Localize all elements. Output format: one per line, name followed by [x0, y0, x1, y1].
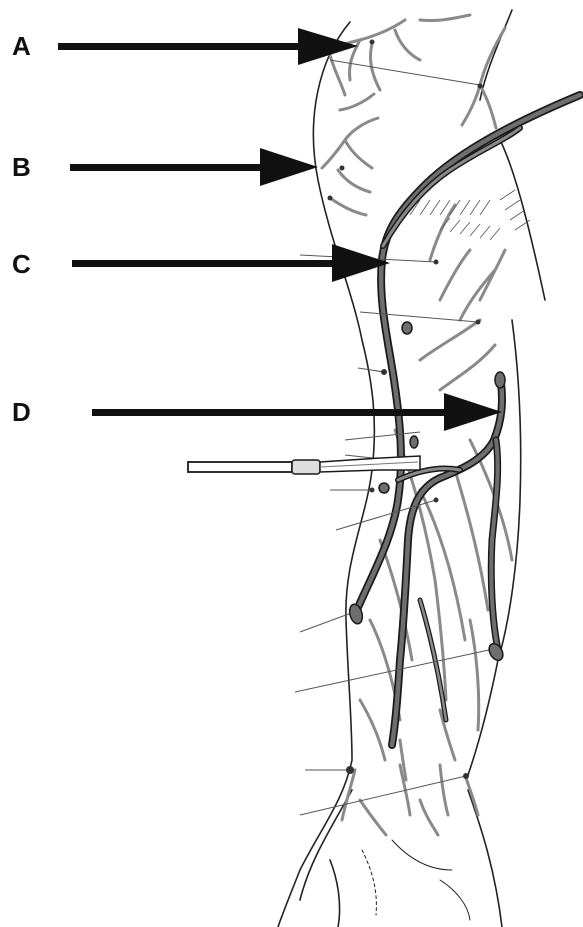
- arrow-right-icon: [70, 148, 318, 186]
- label-d: D: [12, 397, 31, 427]
- arrow-right-icon: [58, 28, 358, 65]
- hand-right-contour: [468, 790, 502, 927]
- hand-crease-2: [362, 850, 376, 915]
- label-b: B: [12, 152, 31, 182]
- arrow-right-icon: [92, 393, 502, 431]
- shoulder-contour: [500, 140, 545, 300]
- label-a: A: [12, 31, 31, 61]
- arm-right-contour: [480, 10, 512, 100]
- branch-network: [300, 15, 512, 835]
- cephalic-vein-fill: [356, 95, 580, 612]
- pointer-arrows: [58, 28, 502, 431]
- label-c: C: [12, 249, 31, 279]
- arrow-right-icon: [72, 244, 390, 282]
- surgical-probe-icon: [188, 456, 420, 474]
- hand-crease: [392, 840, 470, 920]
